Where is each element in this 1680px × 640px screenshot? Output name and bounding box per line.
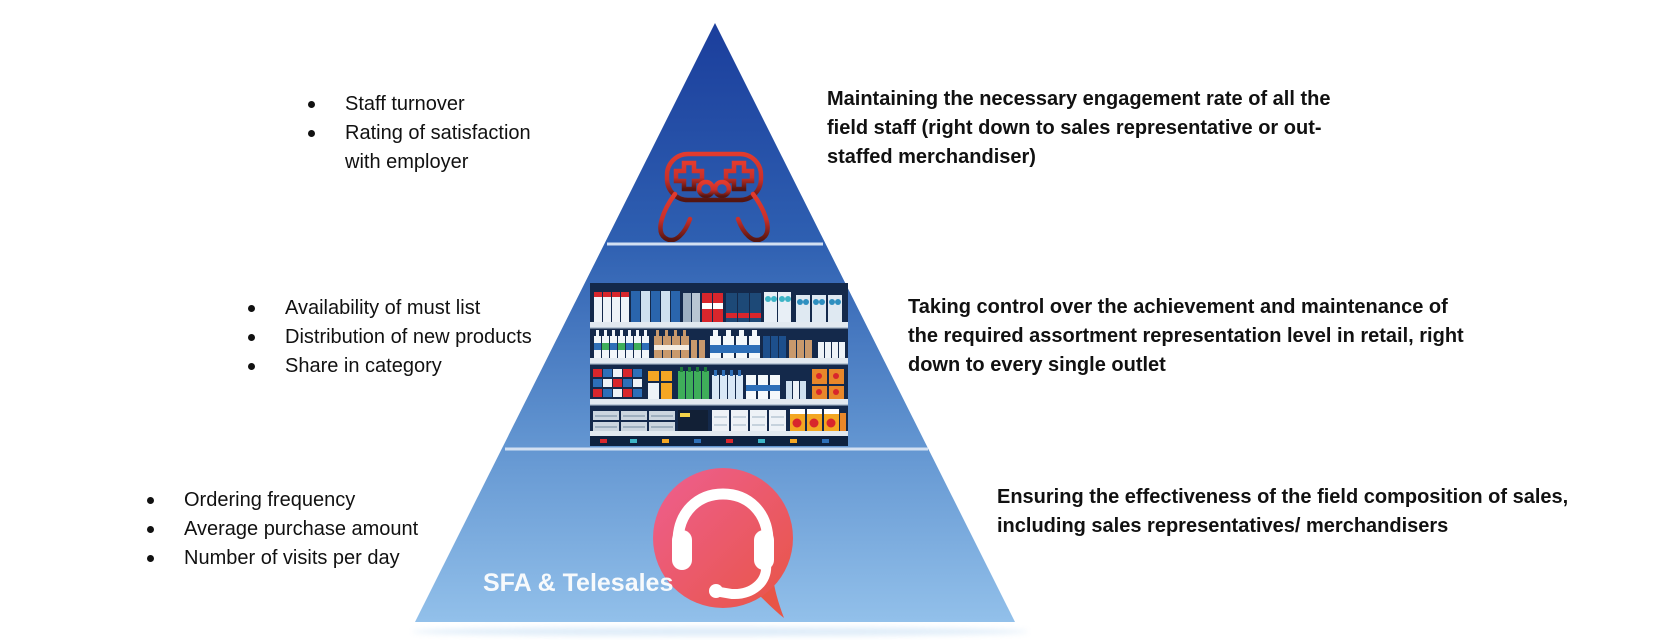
tier2-description: Taking control over the achievement and …	[908, 293, 1464, 380]
tier3-metrics-list: Ordering frequency Average purchase amou…	[144, 486, 464, 573]
pyramid-reflection	[412, 627, 1028, 636]
retail-shelf-illustration	[590, 283, 848, 446]
shelf-base-ticks	[600, 439, 829, 443]
description-line: Maintaining the necessary engagement rat…	[827, 88, 1331, 110]
metric-item: Distribution of new products	[245, 323, 565, 352]
headset-glyph	[672, 488, 774, 599]
description-line: Ensuring the effectiveness of the field …	[997, 486, 1569, 508]
metric-item: Average purchase amount	[144, 515, 464, 544]
metric-item: Availability of must list	[245, 294, 565, 323]
description-line: staffed merchandiser)	[827, 146, 1036, 168]
shelf-row-4	[593, 409, 846, 431]
metric-item: Ordering frequency	[144, 486, 464, 515]
tier2-metrics-list: Availability of must list Distribution o…	[245, 294, 565, 381]
metric-item: Staff turnover	[305, 90, 550, 119]
telesales-headset-icon	[653, 468, 793, 618]
shelf-row-2	[594, 330, 845, 358]
tier-label-sfa-telesales: SFA & Telesales	[483, 569, 674, 597]
description-line: field staff (right down to sales represe…	[827, 117, 1322, 139]
tier3-description: Ensuring the effectiveness of the field …	[997, 483, 1568, 541]
tier1-description: Maintaining the necessary engagement rat…	[827, 85, 1330, 172]
description-line: Taking control over the achievement and …	[908, 296, 1448, 318]
description-line: including sales representatives/ merchan…	[997, 515, 1449, 537]
shelf-row-3	[593, 367, 844, 399]
metric-item: Rating of satisfaction with employer	[305, 119, 550, 177]
description-line: down to every single outlet	[908, 354, 1166, 376]
metric-item: Share in category	[245, 352, 565, 381]
tier1-metrics-list: Staff turnover Rating of satisfaction wi…	[305, 90, 550, 177]
metric-item: Number of visits per day	[144, 544, 464, 573]
gamepad-icon	[658, 151, 770, 242]
shelf-row-1	[594, 291, 842, 322]
description-line: the required assortment representation l…	[908, 325, 1464, 347]
